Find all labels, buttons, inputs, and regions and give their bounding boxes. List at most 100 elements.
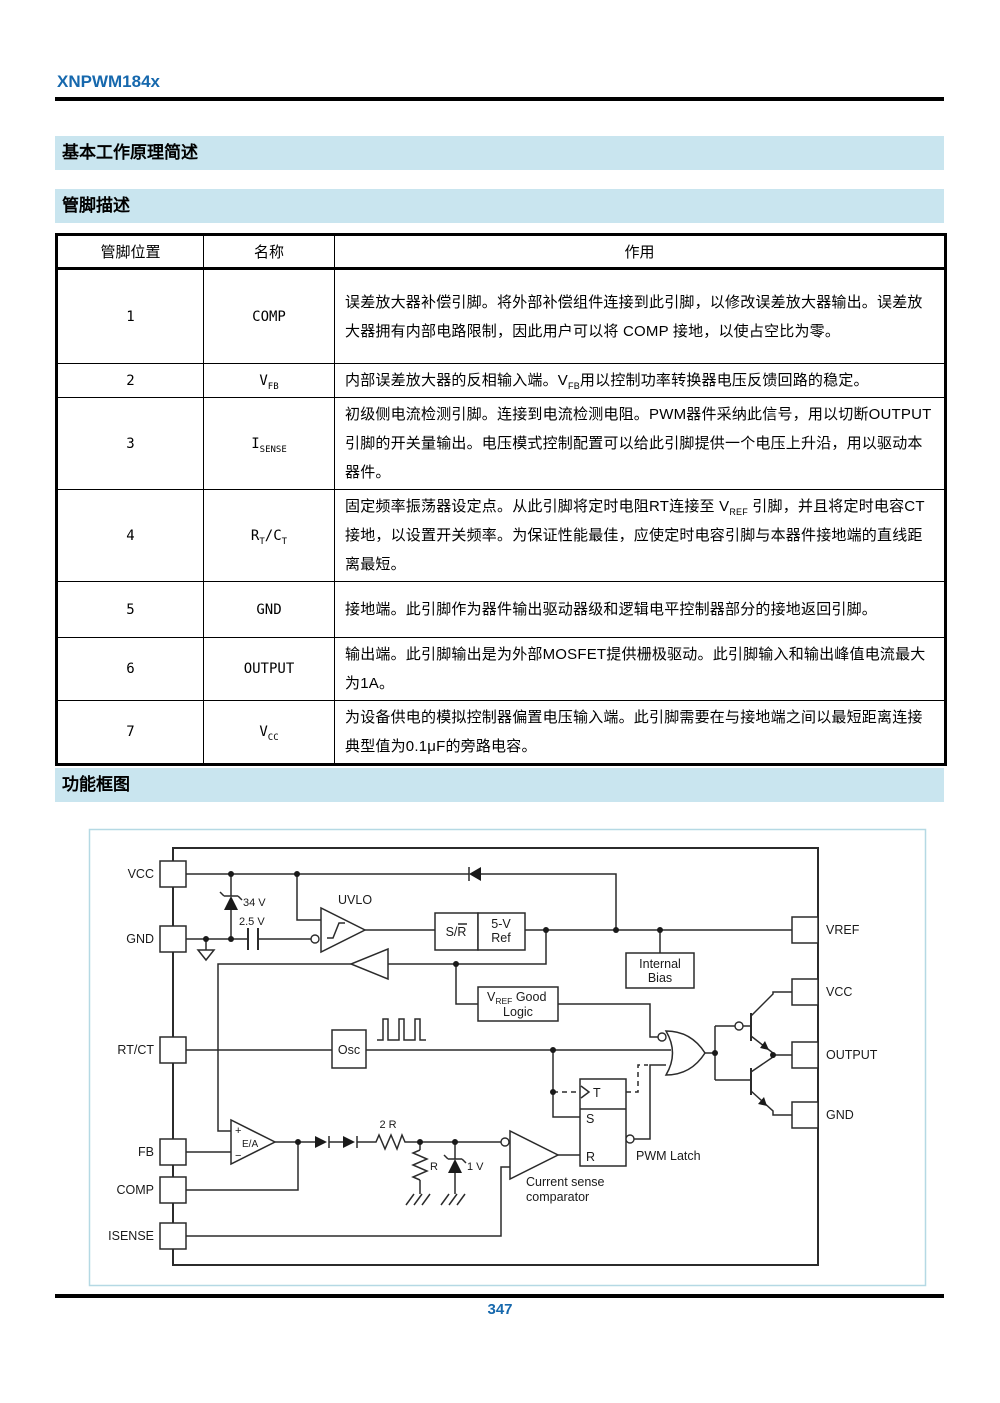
zener-34v-icon: 34 V [219, 891, 266, 910]
svg-text:Current sense: Current sense [526, 1175, 605, 1189]
output-driver [734, 1013, 769, 1106]
pin-name-cell: COMP [203, 268, 335, 364]
pin-label-fb: FB [138, 1145, 154, 1159]
pin-label-vcc-right: VCC [826, 985, 852, 999]
svg-text:2.5 V: 2.5 V [239, 916, 265, 928]
pin-output-right [791, 1041, 819, 1069]
pin-function-cell: 误差放大器补偿引脚。将外部补偿组件连接到此引脚，以修改误差放大器输出。误差放大器… [334, 268, 946, 364]
svg-text:comparator: comparator [526, 1190, 589, 1204]
pin-position-cell: 1 [56, 268, 204, 364]
svg-text:VREF Good: VREF Good [487, 990, 546, 1006]
svg-text:Logic: Logic [503, 1005, 533, 1019]
pin-name-cell: OUTPUT [203, 637, 335, 701]
pin-function-cell: 为设备供电的模拟控制器偏置电压输入端。此引脚需要在与接地端之间以最短距离连接典型… [334, 700, 946, 765]
pin-label-isense: ISENSE [108, 1229, 154, 1243]
pin-label-gnd-right: GND [826, 1108, 854, 1122]
pin-function-cell: 接地端。此引脚作为器件输出驱动器级和逻辑电平控制器部分的接地返回引脚。 [334, 581, 946, 638]
svg-text:−: − [235, 1150, 241, 1162]
pwm-latch-block: T S R PWM Latch [579, 1078, 701, 1167]
current-sense-comparator: Current sense comparator [500, 1129, 605, 1204]
col-header-position: 管脚位置 [56, 234, 204, 270]
svg-text:PWM Latch: PWM Latch [636, 1149, 701, 1163]
pin-vref-right [791, 916, 819, 944]
pin-comp [159, 1176, 187, 1204]
pin-name-cell: GND [203, 581, 335, 638]
junction-dots [203, 871, 776, 1145]
pin-function-cell: 内部误差放大器的反相输入端。VFB用以控制功率转换器电压反馈回路的稳定。 [334, 363, 946, 398]
pin-vcc-right [791, 978, 819, 1006]
pin-position-cell: 3 [56, 397, 204, 490]
pin-name-cell: ISENSE [203, 397, 335, 490]
block-diagram-svg: 34 V 2.5 V UVLO S/R 5-V Ref Int [88, 828, 927, 1287]
pin-isense [159, 1222, 187, 1250]
uvlo-comparator: UVLO [310, 893, 372, 954]
col-header-name: 名称 [203, 234, 335, 270]
reference-buffer [349, 947, 389, 981]
diode-icon [468, 867, 481, 881]
svg-text:S: S [586, 1112, 594, 1126]
pin-gnd-right [791, 1101, 819, 1129]
pin-fb [159, 1138, 187, 1166]
section-heading-pins: 管脚描述 [55, 189, 944, 223]
svg-text:UVLO: UVLO [338, 893, 372, 907]
internal-bias-block: Internal Bias [625, 952, 695, 989]
zener-1v-icon: 1 V [440, 1154, 484, 1206]
output-gate [657, 1030, 706, 1076]
svg-text:Bias: Bias [648, 971, 672, 985]
pin-gnd-left [159, 925, 187, 953]
pin-position-cell: 4 [56, 489, 204, 582]
page-number: 347 [487, 1301, 513, 1318]
svg-text:+: + [235, 1125, 241, 1137]
section-heading-block-diagram: 功能框图 [55, 768, 944, 802]
svg-text:2 R: 2 R [379, 1119, 396, 1131]
pin-position-cell: 2 [56, 363, 204, 398]
svg-text:Internal: Internal [639, 957, 681, 971]
pin-label-vcc-left: VCC [128, 867, 154, 881]
header-rule [55, 97, 944, 101]
pin-position-cell: 6 [56, 637, 204, 701]
ground-symbol-icon [196, 949, 216, 962]
pins: VCC GND RT/CT FB COMP ISENSE VREF VCC OU… [108, 860, 878, 1250]
pin-name-cell: RT/CT [203, 489, 335, 582]
pin-rtct [159, 1036, 187, 1064]
svg-text:Ref: Ref [491, 931, 511, 945]
pin-name-cell: VFB [203, 363, 335, 398]
resistor-r-icon: R [405, 1149, 438, 1206]
pin-label-vref-right: VREF [826, 923, 860, 937]
pin-position-cell: 5 [56, 581, 204, 638]
error-amplifier: + − E/A [230, 1118, 277, 1166]
svg-text:R: R [586, 1150, 595, 1164]
oscillator-block: Osc [331, 1029, 367, 1069]
table-header-row: 管脚位置 名称 作用 [56, 234, 946, 270]
svg-text:E/A: E/A [242, 1139, 258, 1150]
svg-text:34 V: 34 V [243, 897, 266, 909]
page-title: XNPWM184x [57, 72, 160, 91]
pin-vcc-left [159, 860, 187, 888]
vref-good-logic-block: VREF Good Logic [477, 986, 559, 1022]
sr-ref-block: S/R 5-V Ref [434, 912, 526, 951]
svg-text:R: R [430, 1161, 438, 1173]
footer-rule [55, 1294, 944, 1298]
svg-text:5-V: 5-V [491, 917, 511, 931]
svg-text:T: T [593, 1086, 601, 1100]
pin-label-gnd-left: GND [126, 932, 154, 946]
pin-function-cell: 初级侧电流检测引脚。连接到电流检测电阻。PWM器件采纳此信号，用以切断OUTPU… [334, 397, 946, 490]
pin-label-output-right: OUTPUT [826, 1048, 878, 1062]
resistor-2r-icon: 2 R [372, 1119, 408, 1152]
svg-text:1 V: 1 V [467, 1161, 484, 1173]
svg-text:S/R: S/R [446, 925, 467, 939]
pin-function-cell: 固定频率振荡器设定点。从此引脚将定时电阻RT连接至 VREF 引脚，并且将定时电… [334, 489, 946, 582]
pin-label-comp: COMP [117, 1183, 155, 1197]
pin-function-cell: 输出端。此引脚输出是为外部MOSFET提供栅极驱动。此引脚输入和输出峰值电流最大… [334, 637, 946, 701]
functional-block-diagram: 34 V 2.5 V UVLO S/R 5-V Ref Int [88, 828, 928, 1288]
ic-boundary [172, 847, 819, 1266]
col-header-function: 作用 [334, 234, 946, 270]
